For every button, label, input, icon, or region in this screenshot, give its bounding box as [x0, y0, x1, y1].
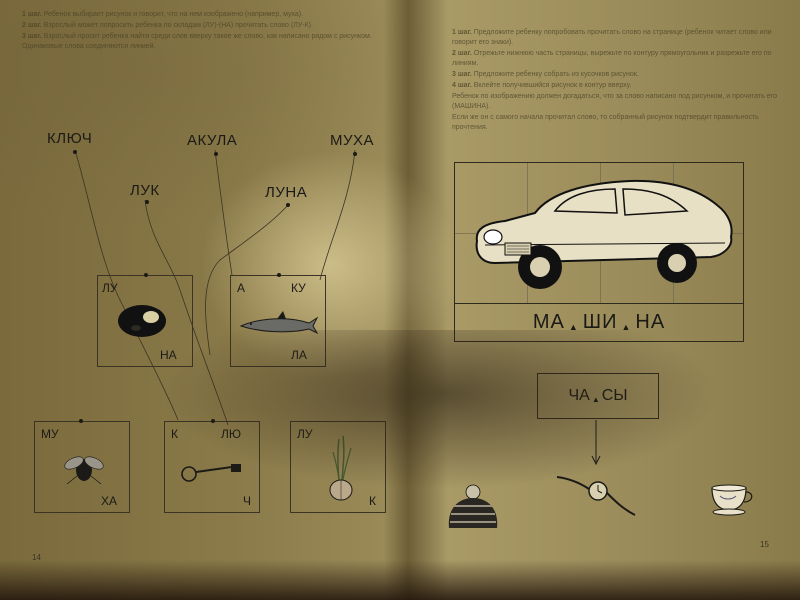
watch-picture [556, 476, 636, 516]
syllable: К [369, 494, 376, 508]
car-word: МА▲ШИ▲НА [532, 311, 666, 333]
dot-luk[interactable] [145, 200, 149, 204]
syllable: ЛЮ [221, 427, 241, 441]
word-akula[interactable]: АКУЛА [187, 132, 238, 149]
syllable: К [171, 427, 178, 441]
word-mukha[interactable]: МУХА [330, 132, 375, 149]
right-instructions: 1 шаг. Предложите ребенку попробовать пр… [452, 28, 782, 134]
syllable: ЛУ [297, 427, 313, 441]
instruction-line: 3 шаг. Предложите ребенку собрать из кус… [452, 71, 639, 78]
word-luna[interactable]: ЛУНА [265, 184, 308, 201]
dot-kluch[interactable] [73, 150, 77, 154]
syllable: А [237, 281, 246, 295]
card-fly: МУ ХА [34, 419, 130, 513]
onion-picture [329, 435, 353, 501]
left-page: 1 шаг. Ребенок выбирает рисунок и говори… [22, 10, 392, 562]
card-moon: ЛУ НА [97, 273, 193, 367]
syllable: ЛУ [102, 281, 118, 295]
card-onion: ЛУ К [290, 421, 386, 513]
dot-akula[interactable] [214, 152, 218, 156]
syllable: ХА [101, 494, 118, 508]
dot-mukha[interactable] [353, 152, 357, 156]
instruction-line: 3 шаг. Взрослый просит ребенка найти сре… [22, 33, 372, 50]
hat-picture [448, 484, 498, 528]
cup-picture [711, 484, 753, 516]
syllable: КУ [291, 281, 306, 295]
instruction-line: 1 шаг. Предложите ребенку попробовать пр… [452, 29, 772, 46]
moon-picture [118, 305, 166, 337]
shark-picture [239, 311, 319, 335]
card-key: К ЛЮ Ч [164, 419, 260, 513]
left-instructions: 1 шаг. Ребенок выбирает рисунок и говори… [22, 10, 392, 53]
syllable: Ч [243, 494, 251, 508]
instruction-line: Если же он с самого начала прочитал слов… [452, 114, 759, 131]
dot-luna[interactable] [286, 203, 290, 207]
line-luna-moon [205, 204, 289, 356]
syllable: МУ [41, 427, 59, 441]
syllable: ЛА [291, 348, 307, 362]
dot-card-moon[interactable] [144, 273, 148, 277]
clock-word-box: ЧА▲СЫ [537, 373, 659, 419]
clock-word: ЧА▲СЫ [568, 387, 628, 404]
car-picture [475, 179, 733, 289]
page-number-left: 14 [32, 553, 41, 562]
dot-card-fly[interactable] [79, 419, 83, 423]
car-word-box: МА▲ШИ▲НА [454, 304, 744, 342]
dot-card-shark[interactable] [277, 273, 281, 277]
instruction-line: 2 шаг. Взрослый может попросить ребенка … [22, 22, 313, 29]
page-number-right: 15 [760, 540, 769, 549]
instruction-line: 1 шаг. Ребенок выбирает рисунок и говори… [22, 11, 304, 18]
line-akula-shark [214, 149, 233, 276]
dot-card-key[interactable] [211, 419, 215, 423]
word-kluch[interactable]: КЛЮЧ [47, 130, 93, 147]
line-mukha-fly [319, 149, 356, 281]
right-page: 1 шаг. Предложите ребенку попробовать пр… [400, 0, 800, 600]
instruction-line: Ребенок по изображению должен догадаться… [452, 93, 777, 110]
word-luk[interactable]: ЛУК [130, 182, 160, 199]
instruction-line: 4 шаг. Вклейте получившийся рисунок в ко… [452, 82, 632, 89]
car-puzzle-frame [454, 162, 744, 304]
key-picture [181, 464, 241, 482]
fly-picture [64, 456, 104, 485]
syllable: НА [160, 348, 177, 362]
instruction-line: 2 шаг. Отрежьте нижнюю часть страницы, в… [452, 50, 772, 67]
card-shark: А КУ ЛА [230, 273, 326, 367]
